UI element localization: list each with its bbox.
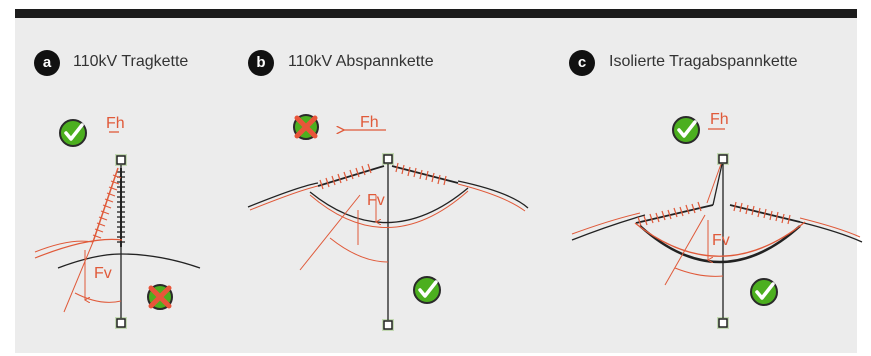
panel-a-title: 110kV Tragkette — [73, 53, 189, 70]
insulator-right-b — [395, 162, 447, 186]
insulator-right-c — [733, 201, 791, 225]
header-bar — [15, 9, 857, 18]
insulator-red-a — [92, 174, 122, 239]
force-h-label-b: Fh — [360, 114, 379, 131]
badge-b: b — [248, 50, 274, 76]
force-v-label-c: Fv — [712, 232, 730, 249]
check-icon — [750, 278, 778, 306]
panel-c-diagram: Fh — [571, 111, 863, 329]
force-v-label-a: Fv — [94, 265, 112, 282]
badge-c: c — [569, 50, 595, 76]
conductor-a — [57, 253, 201, 269]
badge-a: a — [34, 50, 60, 76]
force-h-label-a: Fh — [106, 115, 125, 132]
insulator-left-c — [637, 201, 702, 227]
check-icon — [672, 116, 700, 144]
insulator-black-a — [117, 171, 125, 243]
panel-a-diagram: Fh — [34, 115, 201, 329]
insulator-left-b — [319, 163, 372, 190]
cross-icon — [293, 114, 319, 140]
conductor-b — [247, 182, 319, 208]
force-v-label-b: Fv — [367, 192, 385, 209]
panel-b-title: 110kV Abspannkette — [288, 53, 434, 70]
cross-icon — [147, 284, 173, 310]
check-icon — [59, 119, 87, 147]
check-icon — [413, 276, 441, 304]
force-h-label-c: Fh — [710, 111, 729, 128]
conductor-c — [571, 214, 646, 241]
panel-c-title: Isolierte Tragabspannkette — [609, 53, 798, 70]
panel-b-diagram: Fh — [247, 114, 529, 331]
